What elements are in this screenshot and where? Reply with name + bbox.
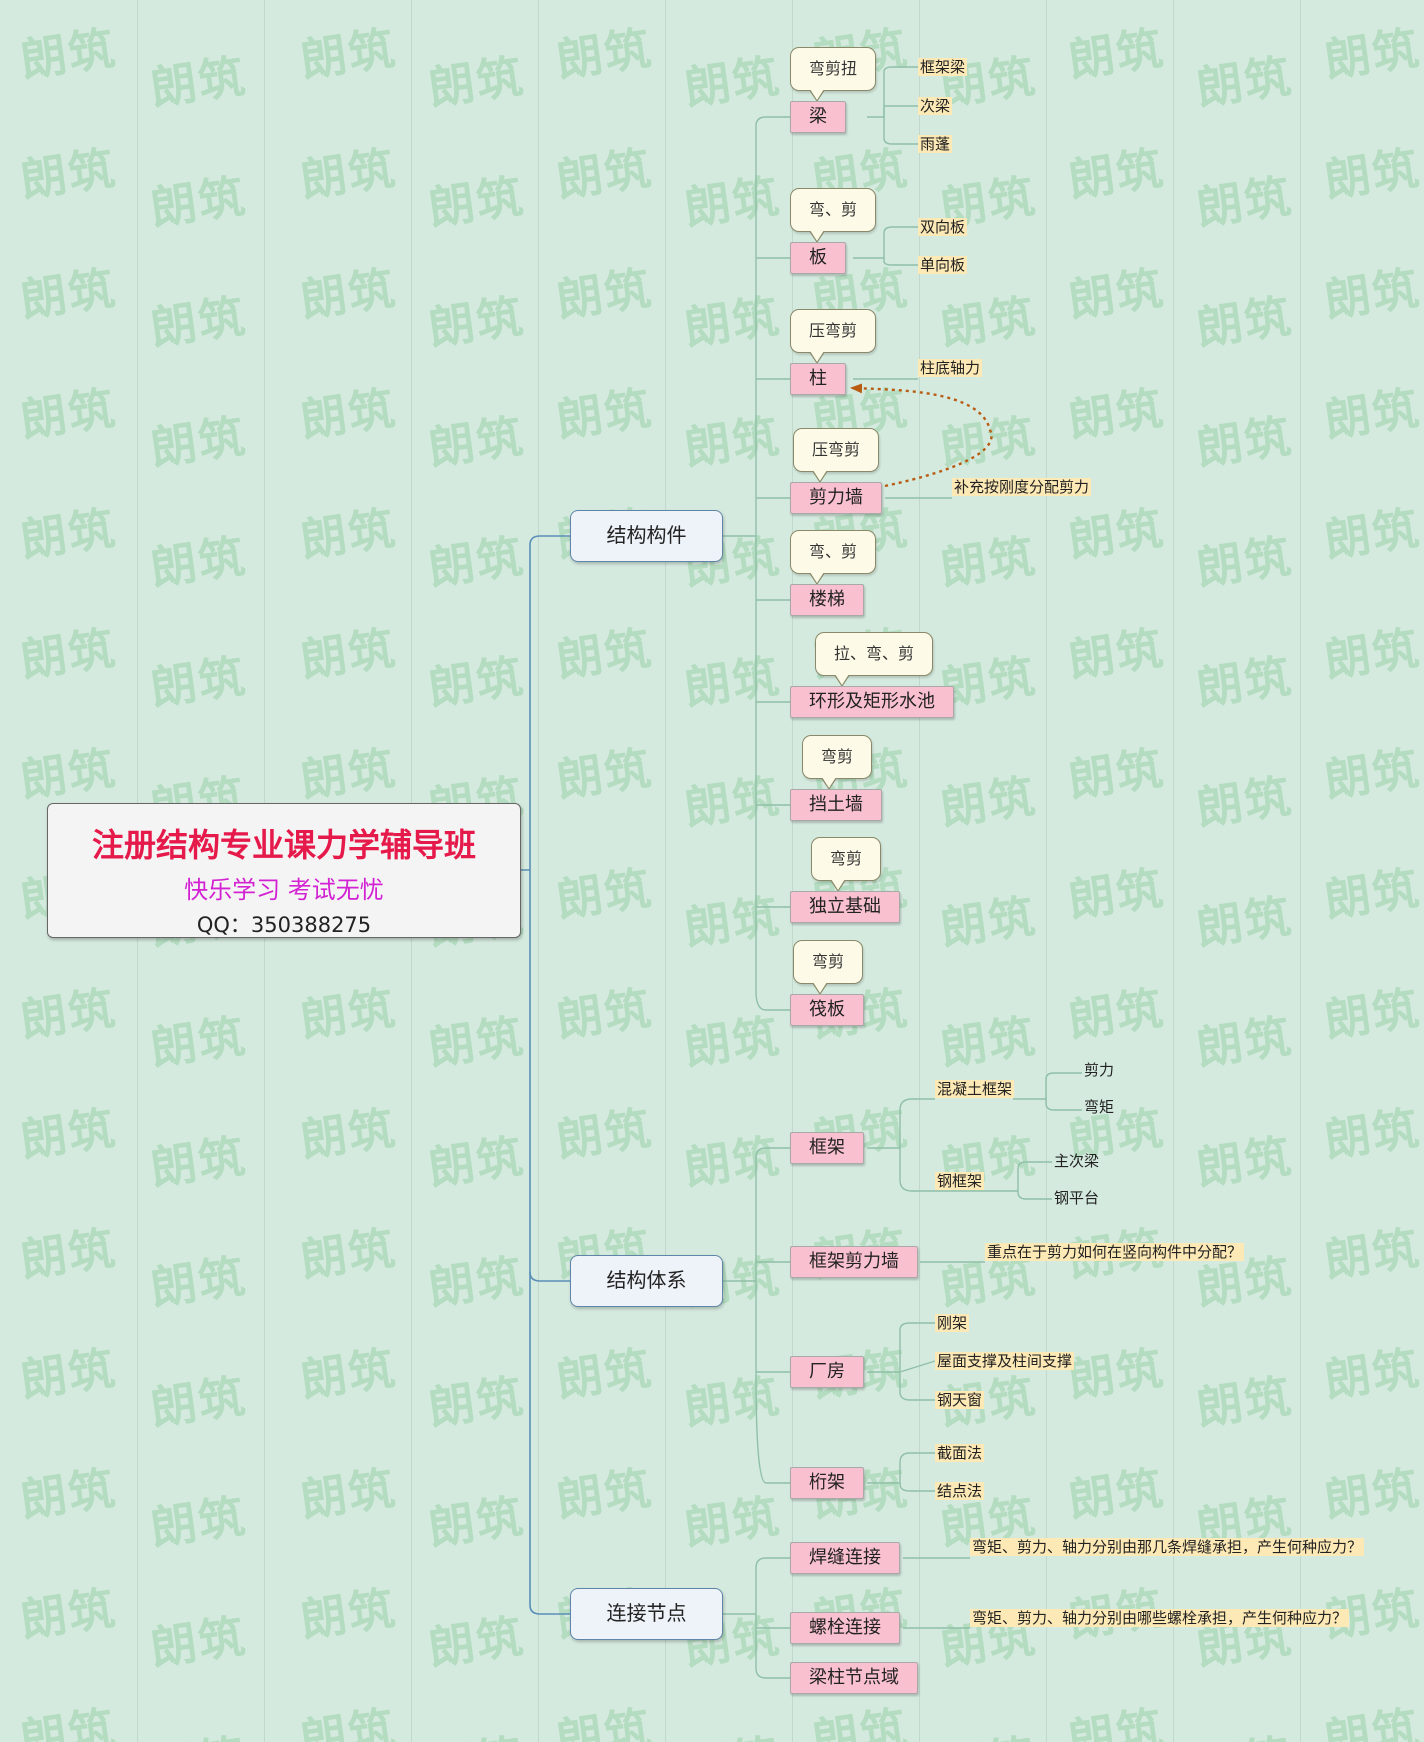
central-qq: QQ：350388275 bbox=[196, 913, 372, 937]
grid-line bbox=[1046, 0, 1047, 1742]
branch-connection-joints[interactable]: 连接节点 bbox=[570, 1588, 723, 1640]
central-subtitle: 快乐学习 考试无忧 bbox=[184, 876, 384, 904]
topic-raft[interactable]: 筏板 bbox=[790, 994, 864, 1026]
topic-stair[interactable]: 楼梯 bbox=[790, 584, 864, 616]
leaf-concrete-frame[interactable]: 混凝土框架 bbox=[935, 1080, 1015, 1098]
branch-structural-systems[interactable]: 结构体系 bbox=[570, 1255, 723, 1307]
leaf-bolt-question[interactable]: 弯矩、剪力、轴力分别由哪些螺栓承担，产生何种应力？ bbox=[970, 1609, 1350, 1627]
topic-column[interactable]: 柱 bbox=[790, 363, 846, 395]
topic-beam[interactable]: 梁 bbox=[790, 101, 846, 133]
callout-shear-wall-forces[interactable]: 压弯剪 bbox=[793, 428, 880, 483]
grid-line bbox=[792, 0, 793, 1742]
topic-isolated-footing[interactable]: 独立基础 bbox=[790, 891, 900, 923]
callout-pool-forces[interactable]: 拉、弯、剪 bbox=[815, 632, 934, 687]
topic-shear-wall[interactable]: 剪力墙 bbox=[790, 482, 882, 514]
callout-slab-forces[interactable]: 弯、剪 bbox=[790, 188, 877, 243]
leaf-shear-force[interactable]: 剪力 bbox=[1084, 1061, 1115, 1079]
leaf-two-way-slab[interactable]: 双向板 bbox=[918, 218, 968, 236]
central-title: 注册结构专业课力学辅导班 bbox=[91, 826, 476, 864]
leaf-canopy[interactable]: 雨蓬 bbox=[918, 135, 953, 153]
leaf-steel-skylight[interactable]: 钢天窗 bbox=[935, 1391, 985, 1409]
branch-connector bbox=[755, 536, 790, 1011]
topic-truss[interactable]: 桁架 bbox=[790, 1467, 864, 1499]
callout-raft-forces[interactable]: 弯剪 bbox=[793, 940, 864, 995]
grid-line bbox=[1300, 0, 1301, 1742]
topic-bolt-connection[interactable]: 螺栓连接 bbox=[790, 1612, 900, 1644]
topic-retaining-wall[interactable]: 挡土墙 bbox=[790, 789, 882, 821]
topic-workshop[interactable]: 厂房 bbox=[790, 1356, 864, 1388]
callout-stair-forces[interactable]: 弯、剪 bbox=[790, 530, 877, 585]
topic-frame-shear-wall[interactable]: 框架剪力墙 bbox=[790, 1246, 918, 1278]
relationship-arrow bbox=[850, 383, 993, 488]
topic-slab[interactable]: 板 bbox=[790, 242, 846, 274]
callout-column-forces[interactable]: 压弯剪 bbox=[790, 309, 877, 364]
grid-line bbox=[1173, 0, 1174, 1742]
grid-line bbox=[538, 0, 539, 1742]
leaf-weld-question[interactable]: 弯矩、剪力、轴力分别由那几条焊缝承担，产生何种应力？ bbox=[970, 1538, 1365, 1556]
callout-footing-forces[interactable]: 弯剪 bbox=[811, 837, 882, 892]
main-connector bbox=[521, 535, 570, 871]
topic-pool[interactable]: 环形及矩形水池 bbox=[790, 686, 954, 718]
leaf-method-of-sections[interactable]: 截面法 bbox=[935, 1444, 985, 1462]
branch-structural-components[interactable]: 结构构件 bbox=[570, 510, 723, 562]
leaf-stiffness-shear-distribution[interactable]: 补充按刚度分配剪力 bbox=[952, 478, 1092, 496]
leaf-steel-frame[interactable]: 钢框架 bbox=[935, 1172, 985, 1190]
topic-beam-column-joint[interactable]: 梁柱节点域 bbox=[790, 1662, 918, 1694]
leaf-rigid-frame[interactable]: 刚架 bbox=[935, 1314, 970, 1332]
grid-line bbox=[665, 0, 666, 1742]
leaf-bending-moment[interactable]: 弯矩 bbox=[1084, 1098, 1115, 1116]
leaf-column-base-axial-force[interactable]: 柱底轴力 bbox=[918, 359, 983, 377]
branch-connector bbox=[723, 1557, 790, 1615]
branch-connector bbox=[723, 116, 790, 537]
grid-line bbox=[919, 0, 920, 1742]
main-connector bbox=[529, 1272, 570, 1615]
topic-weld-connection[interactable]: 焊缝连接 bbox=[790, 1542, 900, 1574]
callout-beam-forces[interactable]: 弯剪扭 bbox=[790, 47, 877, 102]
topic-frame[interactable]: 框架 bbox=[790, 1132, 864, 1164]
central-topic[interactable]: 注册结构专业课力学辅导班 快乐学习 考试无忧 QQ：350388275 bbox=[47, 803, 521, 938]
leaf-method-of-joints[interactable]: 结点法 bbox=[935, 1482, 985, 1500]
leaf-steel-platform[interactable]: 钢平台 bbox=[1054, 1189, 1100, 1207]
branch-connector bbox=[723, 1147, 790, 1282]
callout-retaining-wall-forces[interactable]: 弯剪 bbox=[802, 735, 873, 790]
main-connector bbox=[529, 870, 570, 1282]
leaf-main-secondary-beams[interactable]: 主次梁 bbox=[1054, 1152, 1100, 1170]
leaf-roof-column-bracing[interactable]: 屋面支撑及柱间支撑 bbox=[935, 1352, 1075, 1370]
leaf-secondary-beam[interactable]: 次梁 bbox=[918, 97, 953, 115]
leaf-shear-distribution-question[interactable]: 重点在于剪力如何在竖向构件中分配？ bbox=[985, 1243, 1245, 1261]
leaf-one-way-slab[interactable]: 单向板 bbox=[918, 256, 968, 274]
leaf-frame-beam[interactable]: 框架梁 bbox=[918, 58, 968, 76]
